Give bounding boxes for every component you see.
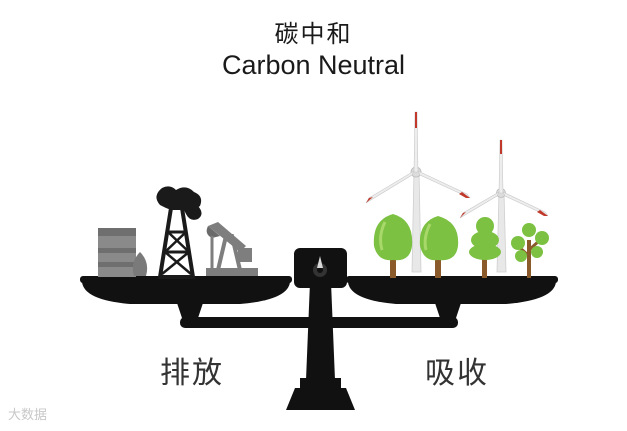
wind-turbine-icon: [365, 111, 471, 273]
title-english: Carbon Neutral: [221, 50, 406, 80]
tree-icon: [511, 223, 549, 278]
factory-icon: [98, 228, 148, 277]
oil-derrick-icon: [156, 186, 202, 279]
pumpjack-icon: [206, 222, 258, 276]
tree-icon: [419, 216, 459, 278]
title-chinese: 碳中和: [274, 20, 353, 48]
watermark: 大数据: [8, 408, 48, 423]
label-emission: 排放: [160, 356, 224, 391]
tree-icon: [373, 214, 413, 278]
tree-icon: [469, 217, 501, 278]
label-absorption: 吸收: [425, 356, 489, 391]
balance-scale-icon: [80, 248, 558, 410]
